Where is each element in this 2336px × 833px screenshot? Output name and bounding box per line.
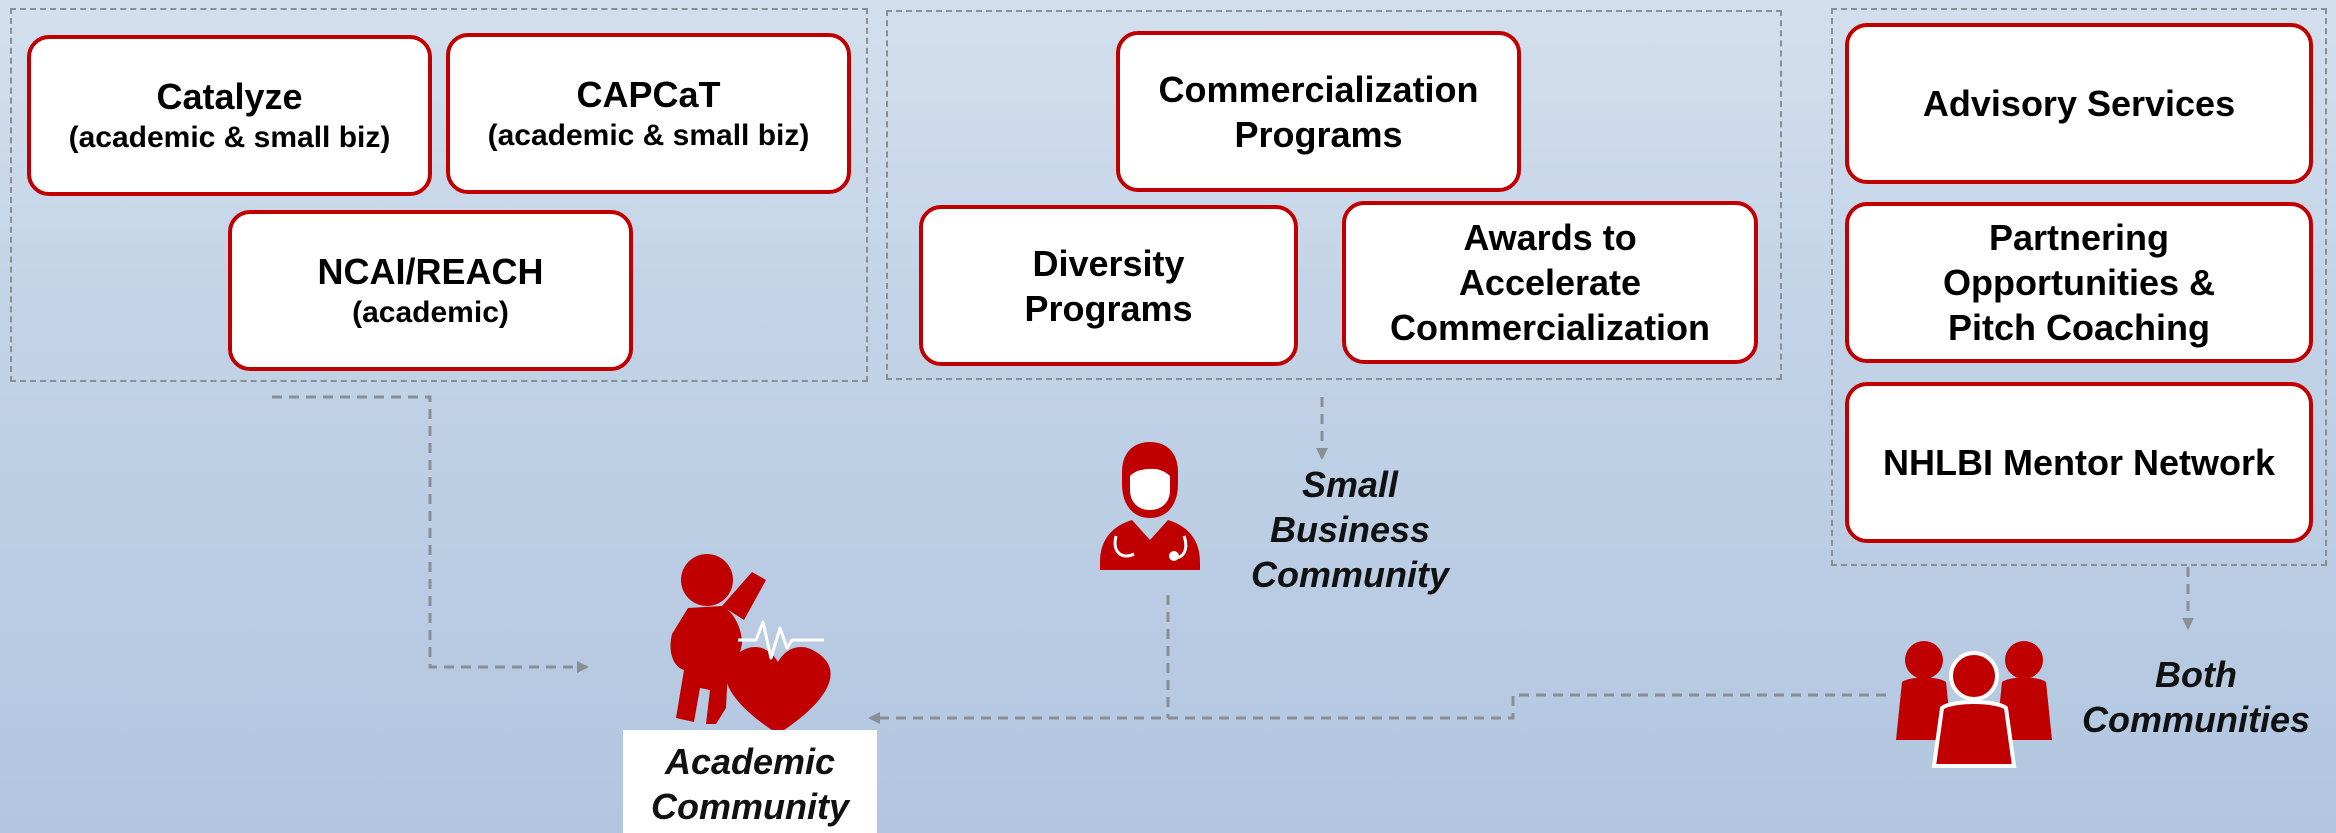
capcat-title: CAPCaT: [576, 74, 721, 115]
commercialization-programs-line2: Programs: [1234, 113, 1403, 155]
diversity-programs-card: Diversity Programs: [919, 205, 1298, 366]
awards-line2: Accelerate: [1458, 262, 1642, 303]
catalyze-title: Catalyze: [156, 76, 303, 117]
commercialization-programs-line1: Commercialization: [1158, 68, 1479, 110]
academic-community-label: Academic Community: [623, 730, 877, 833]
ncai-reach-card: NCAI/REACH (academic): [228, 210, 633, 371]
capcat-card: CAPCaT (academic & small biz): [446, 33, 851, 194]
small-business-programs-group: [886, 10, 1782, 380]
both-programs-group: [1831, 8, 2327, 566]
capcat-subtitle: (academic & small biz): [487, 119, 810, 152]
small-business-line2: Business: [1269, 509, 1431, 550]
small-business-line3: Community: [1251, 554, 1449, 595]
both-communities-label: Both Communities: [2076, 652, 2316, 742]
shared-connector: [868, 693, 1886, 724]
partnering-line1: Partnering: [1988, 217, 2170, 258]
ncai-reach-subtitle: (academic): [352, 296, 509, 329]
both-communities-line2: Communities: [2081, 699, 2311, 740]
partnering-line2: Opportunities &: [1943, 262, 2215, 303]
awards-line1: Awards to: [1463, 217, 1637, 258]
awards-card: Awards to Accelerate Commercialization: [1342, 201, 1758, 364]
partnering-line3: Pitch Coaching: [1947, 307, 2211, 348]
academic-community-line2: Community: [651, 786, 849, 827]
small-business-line1: Small: [1301, 464, 1399, 505]
partnering-card: Partnering Opportunities & Pitch Coachin…: [1845, 202, 2313, 363]
academic-connector: [272, 395, 589, 673]
ncai-reach-title: NCAI/REACH: [317, 251, 544, 292]
small-business-community-label: Small Business Community: [1240, 462, 1460, 597]
diversity-programs-line1: Diversity: [1032, 242, 1185, 284]
catalyze-subtitle: (academic & small biz): [68, 121, 391, 154]
catalyze-card: Catalyze (academic & small biz): [27, 35, 432, 196]
academic-programs-group: [10, 8, 868, 382]
awards-line3: Commercialization: [1389, 307, 1711, 348]
both-communities-line1: Both: [2155, 654, 2237, 695]
commercialization-programs-card: Commercialization Programs: [1116, 31, 1521, 192]
mentor-network-title: NHLBI Mentor Network: [1882, 442, 2275, 483]
diversity-programs-line2: Programs: [1024, 287, 1193, 329]
mentor-network-card: NHLBI Mentor Network: [1845, 382, 2313, 543]
advisory-services-title: Advisory Services: [1922, 83, 2236, 124]
academic-community-line1: Academic: [664, 741, 836, 782]
advisory-services-card: Advisory Services: [1845, 23, 2313, 184]
